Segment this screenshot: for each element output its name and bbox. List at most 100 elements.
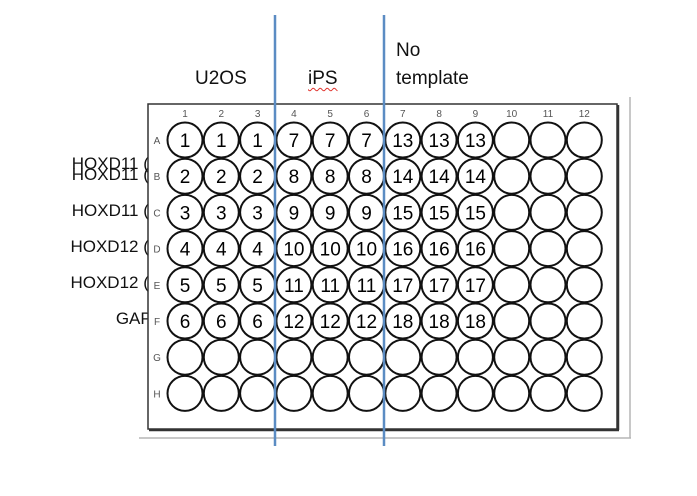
well-sample-number: 12 — [283, 312, 304, 333]
well-circle — [166, 302, 204, 340]
well-circle — [166, 230, 204, 268]
well-circle — [529, 157, 567, 195]
well-circle — [202, 157, 240, 195]
well-b8: 14 — [420, 157, 458, 195]
well-h6 — [348, 374, 385, 412]
well-c11 — [529, 193, 567, 231]
well-circle — [493, 230, 531, 268]
well-g6 — [348, 338, 385, 376]
row-index-h: H — [153, 389, 160, 400]
well-h9 — [456, 374, 494, 412]
well-circle — [311, 374, 349, 412]
well-b11 — [529, 157, 567, 195]
well-circle — [311, 266, 349, 304]
well-circle — [202, 266, 240, 304]
well-sample-number: 11 — [357, 276, 377, 297]
well-g10 — [493, 338, 531, 376]
well-circle — [493, 121, 531, 159]
well-circle — [420, 338, 458, 376]
row-name-b: HOXD11 (2) — [71, 165, 164, 184]
well-circle — [493, 302, 531, 340]
row-index-e: E — [154, 281, 161, 292]
well-g2 — [202, 338, 240, 376]
well-circle — [384, 230, 422, 268]
well-circle — [311, 230, 349, 268]
well-d4: 10 — [275, 230, 313, 268]
column-index-3: 3 — [255, 109, 261, 120]
well-circle — [384, 338, 422, 376]
well-sample-number: 17 — [465, 276, 486, 297]
well-sample-number: 10 — [283, 240, 304, 261]
well-g5 — [311, 338, 349, 376]
well-sample-number: 8 — [361, 167, 372, 188]
group-label-no-template-line1: No — [396, 40, 421, 61]
column-index-7: 7 — [400, 109, 406, 120]
group-label-no-template-line2: template — [396, 68, 469, 89]
well-circle — [311, 193, 349, 231]
row-name-c: HOXD11 (3) — [71, 201, 164, 220]
column-index-9: 9 — [473, 109, 479, 120]
well-sample-number: 2 — [252, 167, 263, 188]
row-index-d: D — [153, 245, 160, 256]
well-b9: 14 — [456, 157, 494, 195]
well-circle — [348, 338, 385, 376]
well-circle — [202, 230, 240, 268]
row-index-a: A — [154, 136, 161, 147]
well-circle — [420, 374, 458, 412]
well-circle — [275, 374, 313, 412]
well-sample-number: 6 — [252, 312, 263, 333]
well-sample-number: 5 — [252, 276, 263, 297]
well-circle — [529, 338, 567, 376]
well-c10 — [493, 193, 531, 231]
column-index-1: 1 — [182, 109, 188, 120]
well-circle — [384, 193, 422, 231]
well-sample-number: 13 — [429, 131, 450, 152]
well-d11 — [529, 230, 567, 268]
well-sample-number: 7 — [325, 131, 336, 152]
well-f4: 12 — [275, 302, 313, 340]
well-g8 — [420, 338, 458, 376]
well-c9: 15 — [456, 193, 494, 231]
well-circle — [202, 338, 240, 376]
well-a1: 1 — [166, 121, 204, 159]
well-sample-number: 6 — [216, 312, 227, 333]
well-g7 — [384, 338, 422, 376]
well-circle — [529, 266, 567, 304]
column-index-4: 4 — [291, 109, 297, 120]
well-circle — [493, 266, 531, 304]
well-e11 — [529, 266, 567, 304]
well-sample-number: 7 — [289, 131, 300, 152]
group-label-ips: iPS — [308, 68, 338, 89]
well-circle — [565, 193, 603, 231]
well-a3: 1 — [239, 121, 277, 159]
row-name-d: HOXD12 (1) — [70, 237, 164, 256]
well-sample-number: 10 — [320, 240, 341, 261]
well-sample-number: 2 — [180, 167, 191, 188]
well-circle — [565, 157, 603, 195]
well-circle — [565, 338, 603, 376]
well-f11 — [529, 302, 567, 340]
well-sample-number: 1 — [180, 131, 191, 152]
well-circle — [420, 266, 458, 304]
column-index-12: 12 — [579, 109, 591, 120]
well-sample-number: 4 — [180, 240, 191, 261]
well-sample-number: 4 — [252, 240, 263, 261]
well-b7: 14 — [384, 157, 422, 195]
well-circle — [275, 338, 313, 376]
well-sample-number: 11 — [284, 276, 304, 297]
well-d1: 4 — [166, 230, 204, 268]
well-circle — [166, 374, 204, 412]
well-a4: 7 — [275, 121, 313, 159]
well-b2: 2 — [202, 157, 240, 195]
well-sample-number: 17 — [392, 276, 413, 297]
well-circle — [529, 121, 567, 159]
column-index-6: 6 — [364, 109, 370, 120]
well-circle — [529, 302, 567, 340]
well-sample-number: 3 — [216, 203, 227, 224]
well-e4: 11 — [275, 266, 313, 304]
well-circle — [529, 374, 567, 412]
well-a9: 13 — [456, 121, 494, 159]
well-sample-number: 15 — [392, 203, 413, 224]
well-f10 — [493, 302, 531, 340]
well-d5: 10 — [311, 230, 349, 268]
